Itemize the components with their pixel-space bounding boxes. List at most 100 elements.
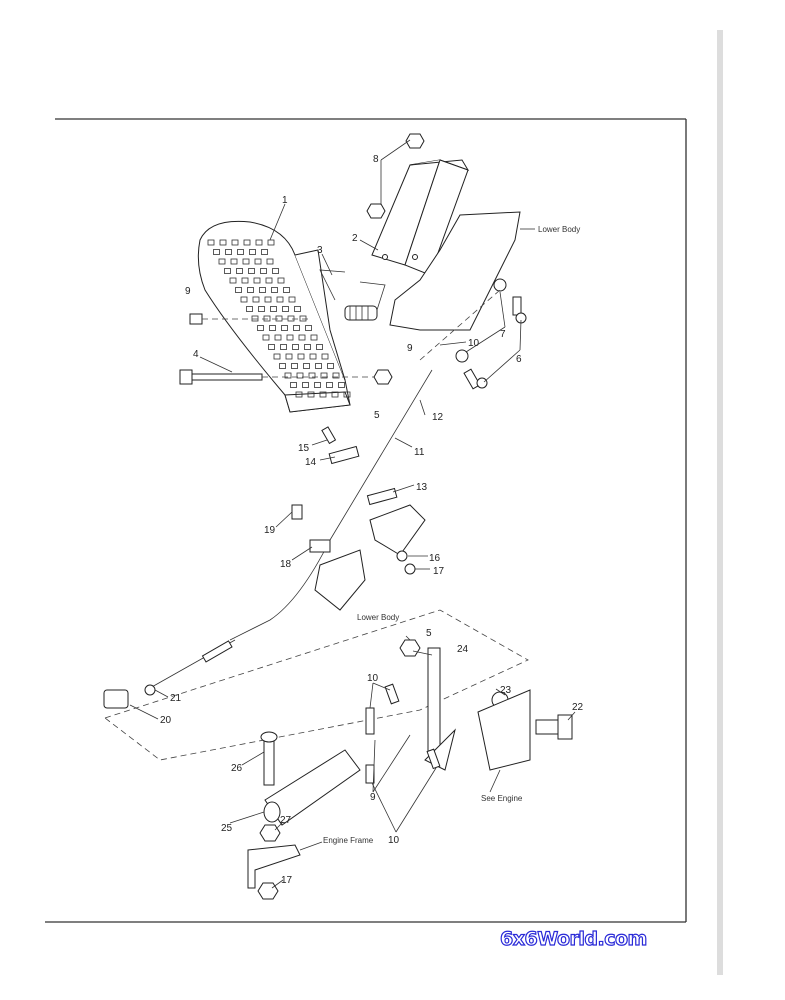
tread-hole bbox=[253, 277, 261, 284]
tread-hole bbox=[266, 258, 274, 265]
engine-linkage bbox=[103, 639, 573, 900]
pivot-bolt bbox=[179, 369, 375, 385]
tread-hole bbox=[296, 372, 304, 379]
note-engine-frame: Engine Frame bbox=[323, 836, 374, 845]
pedal-tread-grid bbox=[207, 239, 351, 398]
nuts bbox=[189, 133, 425, 385]
callout-26: 26 bbox=[231, 763, 243, 774]
callout-15: 15 bbox=[298, 443, 310, 454]
tread-hole bbox=[272, 268, 279, 274]
tread-hole bbox=[229, 277, 237, 284]
tread-hole bbox=[292, 344, 299, 350]
tread-hole bbox=[224, 268, 231, 274]
tread-hole bbox=[219, 239, 227, 246]
tread-hole bbox=[249, 249, 256, 255]
tread-hole bbox=[315, 363, 322, 369]
tread-hole bbox=[270, 306, 277, 312]
tread-hole bbox=[319, 391, 327, 398]
tread-hole bbox=[287, 315, 295, 322]
tread-hole bbox=[281, 325, 288, 331]
tread-hole bbox=[268, 344, 275, 350]
tread-hole bbox=[314, 382, 321, 388]
tread-hole bbox=[225, 249, 232, 255]
callout-5: 5 bbox=[426, 628, 432, 639]
note-lower-body: Lower Body bbox=[357, 613, 399, 622]
callout-17: 17 bbox=[433, 566, 445, 577]
lower-body-panel bbox=[389, 211, 521, 331]
tread-hole bbox=[316, 344, 323, 350]
tread-hole bbox=[285, 353, 293, 360]
tread-hole bbox=[246, 306, 253, 312]
tread-hole bbox=[264, 296, 272, 303]
tread-hole bbox=[279, 363, 286, 369]
tread-hole bbox=[309, 353, 317, 360]
tread-hole bbox=[262, 334, 270, 341]
tread-hole bbox=[252, 296, 260, 303]
tread-hole bbox=[261, 249, 268, 255]
tread-hole bbox=[343, 391, 351, 398]
leader-lines bbox=[129, 139, 576, 889]
tread-hole bbox=[295, 391, 303, 398]
tread-hole bbox=[293, 325, 300, 331]
callout-10: 10 bbox=[468, 338, 480, 349]
tread-hole bbox=[240, 296, 248, 303]
annotations: Lower Body Lower Body See Engine Engine … bbox=[323, 225, 580, 845]
callout-10: 10 bbox=[388, 835, 400, 846]
callout-9: 9 bbox=[370, 792, 376, 803]
callout-20: 20 bbox=[160, 715, 172, 726]
tread-hole bbox=[326, 382, 333, 388]
callout-25: 25 bbox=[221, 823, 233, 834]
callout-12: 12 bbox=[432, 412, 444, 423]
tread-hole bbox=[207, 239, 215, 246]
tread-hole bbox=[213, 249, 220, 255]
clips bbox=[291, 426, 426, 611]
callout-10: 10 bbox=[367, 673, 379, 684]
tread-hole bbox=[247, 287, 254, 293]
tread-hole bbox=[257, 325, 264, 331]
tread-hole bbox=[294, 306, 301, 312]
tread-hole bbox=[265, 277, 273, 284]
tread-hole bbox=[251, 315, 259, 322]
screws-and-washers bbox=[419, 278, 527, 390]
tread-hole bbox=[291, 363, 298, 369]
callout-23: 23 bbox=[500, 685, 512, 696]
note-lower-body: Lower Body bbox=[538, 225, 580, 234]
tread-hole bbox=[284, 372, 292, 379]
callout-9: 9 bbox=[407, 343, 413, 354]
tread-hole bbox=[283, 287, 290, 293]
return-spring bbox=[319, 269, 386, 321]
callout-27: 27 bbox=[280, 815, 292, 826]
callout-9: 9 bbox=[185, 286, 191, 297]
tread-hole bbox=[267, 239, 275, 246]
tread-hole bbox=[241, 277, 249, 284]
callout-7: 7 bbox=[500, 329, 506, 340]
callout-17: 17 bbox=[281, 875, 293, 886]
tread-hole bbox=[310, 334, 318, 341]
tread-hole bbox=[236, 268, 243, 274]
callout-14: 14 bbox=[305, 457, 317, 468]
tread-hole bbox=[280, 344, 287, 350]
callout-24: 24 bbox=[457, 644, 469, 655]
tread-hole bbox=[321, 353, 329, 360]
callout-2: 2 bbox=[352, 233, 358, 244]
tread-hole bbox=[305, 325, 312, 331]
callout-8: 8 bbox=[373, 154, 379, 165]
callout-16: 16 bbox=[429, 553, 441, 564]
callout-13: 13 bbox=[416, 482, 428, 493]
tread-hole bbox=[288, 296, 296, 303]
callout-6: 6 bbox=[516, 354, 522, 365]
tread-hole bbox=[237, 249, 244, 255]
tread-hole bbox=[263, 315, 271, 322]
tread-hole bbox=[248, 268, 255, 274]
accelerator-pedal bbox=[197, 220, 351, 413]
callout-19: 19 bbox=[264, 525, 276, 536]
tread-hole bbox=[320, 372, 328, 379]
tread-hole bbox=[308, 372, 316, 379]
tread-hole bbox=[282, 306, 289, 312]
callout-21: 21 bbox=[170, 693, 182, 704]
tread-hole bbox=[304, 344, 311, 350]
tread-hole bbox=[332, 372, 340, 379]
tread-hole bbox=[273, 353, 281, 360]
tread-hole bbox=[243, 239, 251, 246]
callout-3: 3 bbox=[317, 245, 323, 256]
